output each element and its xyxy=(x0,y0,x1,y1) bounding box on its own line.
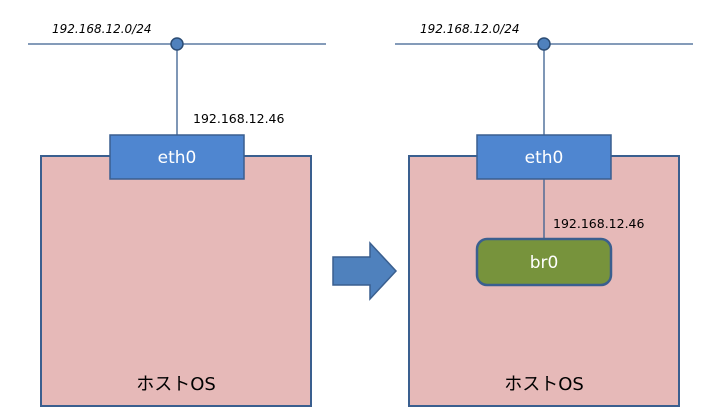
right-br0-label: br0 xyxy=(530,253,559,273)
left-network-label: 192.168.12.0/24 xyxy=(52,22,151,36)
right-eth0-label: eth0 xyxy=(525,148,564,168)
left-ip-label: 192.168.12.46 xyxy=(193,111,284,126)
left-panel: 192.168.12.0/24 192.168.12.46 ホストOS eth0 xyxy=(28,22,326,407)
right-ip-label: 192.168.12.46 xyxy=(553,216,644,231)
left-eth0-label: eth0 xyxy=(158,148,197,168)
left-host-label: ホストOS xyxy=(136,374,216,395)
left-host-box xyxy=(40,155,312,407)
left-eth0-box xyxy=(109,134,245,180)
left-network-node xyxy=(170,37,184,51)
right-panel: 192.168.12.0/24 ホストOS 192.168.12.46 eth0… xyxy=(395,22,693,407)
right-br0-box xyxy=(475,237,613,287)
right-eth0-box xyxy=(476,134,612,180)
right-host-label: ホストOS xyxy=(504,374,584,395)
right-network-node xyxy=(537,37,551,51)
transition-arrow-icon xyxy=(332,241,398,301)
right-network-label: 192.168.12.0/24 xyxy=(420,22,519,36)
